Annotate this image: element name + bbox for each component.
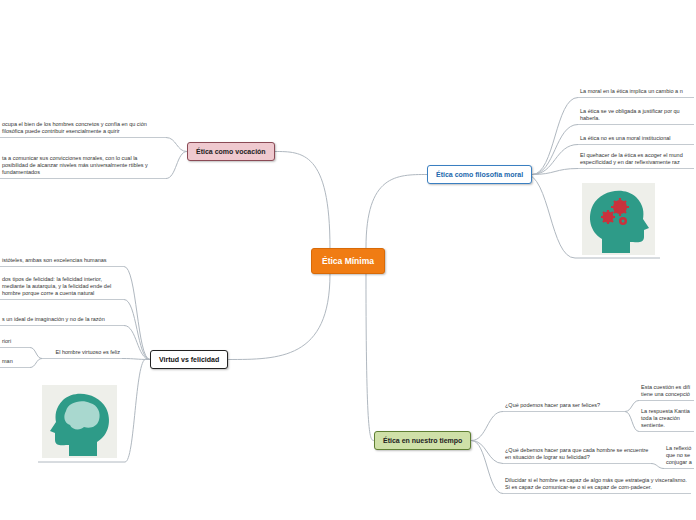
central-topic: Ética Mínima <box>311 248 385 274</box>
subtopic-text: ocupa el bien de los hombres concretos y… <box>2 121 164 135</box>
branch-line <box>30 348 42 359</box>
subtopic: man <box>0 358 30 368</box>
subtopic-text: s un ideal de imaginación y no de la raz… <box>2 316 122 323</box>
subtopic: riori <box>0 338 30 348</box>
subtopic-text: Esta cuestión es difí tiene una concepci… <box>641 384 692 398</box>
branch-line <box>124 267 150 360</box>
branch-line <box>166 152 187 179</box>
subtopic-text: dos tipos de felicidad: la felicidad int… <box>2 276 122 297</box>
branch-line <box>228 274 330 360</box>
subtopic-text: La reflexió que no se conjugar a <box>666 445 692 466</box>
subtopic-text: ¿Qué debemos hacer para que cada hombre … <box>505 447 649 461</box>
topic-label: Ética Mínima <box>322 256 374 266</box>
main-topic: Ética como vocación <box>187 142 275 161</box>
subtopic: El hombre virtuoso es feliz <box>42 349 122 359</box>
branch-line <box>532 98 578 175</box>
main-topic: Ética en nuestro tiempo <box>374 431 471 450</box>
subtopic: dos tipos de felicidad: la felicidad int… <box>0 276 124 300</box>
subtopic: La moral en la ética implica un cambio a… <box>578 88 694 98</box>
leader-line <box>38 359 146 462</box>
subtopic: ocupa el bien de los hombres concretos y… <box>0 121 166 138</box>
branch-line <box>532 145 578 175</box>
subtopic-text: La ética no es una moral institucional <box>580 135 692 142</box>
subtopic-text: El hombre virtuoso es feliz <box>44 349 120 356</box>
subtopic-text: La moral en la ética implica un cambio a… <box>580 88 692 95</box>
branch-line <box>532 169 578 175</box>
branch-line <box>124 326 150 360</box>
subtopic-text: La ética se ve obligada a justificar por… <box>580 108 692 122</box>
branch-line <box>471 441 503 464</box>
topic-label: Ética como filosofía moral <box>436 171 523 178</box>
subtopic: La ética no es una moral institucional <box>578 135 694 145</box>
branch-line <box>651 464 664 469</box>
subtopic-text: Dilucidar si el hombre es capaz de algo … <box>505 477 689 491</box>
branch-line <box>30 359 42 368</box>
subtopic-text: ta a comunicar sus convicciones morales,… <box>2 155 164 176</box>
subtopic: ta a comunicar sus convicciones morales,… <box>0 155 166 179</box>
branch-line <box>366 175 427 249</box>
branch-line <box>122 359 150 360</box>
subtopic: istóteles, ambas son excelencias humanas <box>0 257 124 267</box>
branch-line <box>275 152 330 249</box>
subtopic-text: La respuesta Kantia toda la creación sen… <box>641 408 692 429</box>
leader-line <box>525 174 660 258</box>
branch-line <box>532 125 578 175</box>
branch-line <box>471 441 503 494</box>
subtopic: El quehacer de la ética es acoger el mun… <box>578 152 694 169</box>
subtopic-text: El quehacer de la ética es acoger el mun… <box>580 152 692 166</box>
head-gears-icon <box>582 183 655 255</box>
subtopic: La respuesta Kantia toda la creación sen… <box>639 408 694 432</box>
branch-line <box>366 274 374 441</box>
subtopic: s un ideal de imaginación y no de la raz… <box>0 316 124 326</box>
subtopic: Esta cuestión es difí tiene una concepci… <box>639 384 694 401</box>
subtopic-text: man <box>2 358 28 365</box>
main-topic: Virtud vs felicidad <box>150 350 228 369</box>
branch-line <box>166 138 187 152</box>
subtopic: La reflexió que no se conjugar a <box>664 445 694 469</box>
branch-line <box>124 300 150 360</box>
head-brain-icon <box>42 385 117 458</box>
subtopic-text: ¿Qué podemos hacer para ser felices? <box>505 402 623 409</box>
main-topic: Ética como filosofía moral <box>427 165 532 184</box>
subtopic: ¿Qué podemos hacer para ser felices? <box>503 402 625 412</box>
subtopic: Dilucidar si el hombre es capaz de algo … <box>503 477 691 494</box>
branch-line <box>471 412 503 441</box>
subtopic-text: riori <box>2 338 28 345</box>
topic-label: Virtud vs felicidad <box>159 356 219 363</box>
subtopic-text: istóteles, ambas son excelencias humanas <box>2 257 122 264</box>
subtopic: La ética se ve obligada a justificar por… <box>578 108 694 125</box>
subtopic: ¿Qué debemos hacer para que cada hombre … <box>503 447 651 464</box>
branch-line <box>625 401 639 412</box>
branch-line <box>625 412 639 432</box>
topic-label: Ética en nuestro tiempo <box>383 437 462 444</box>
topic-label: Ética como vocación <box>196 148 266 155</box>
